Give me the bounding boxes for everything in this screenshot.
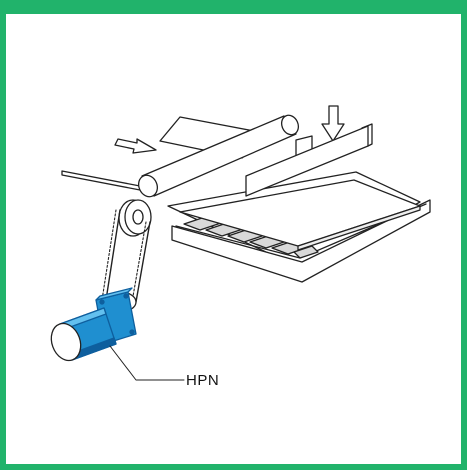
sheet-plate [179,179,421,251]
timing-belt [101,209,151,303]
press-die [245,123,373,197]
feed-roller [137,114,300,198]
motor-label: HPN [186,372,220,389]
roller-pulley [118,199,152,237]
arrow-down-icon [321,105,345,142]
motor-end-cap [50,322,82,362]
label-leader-line [109,345,185,381]
arrow-right-icon [114,138,157,154]
